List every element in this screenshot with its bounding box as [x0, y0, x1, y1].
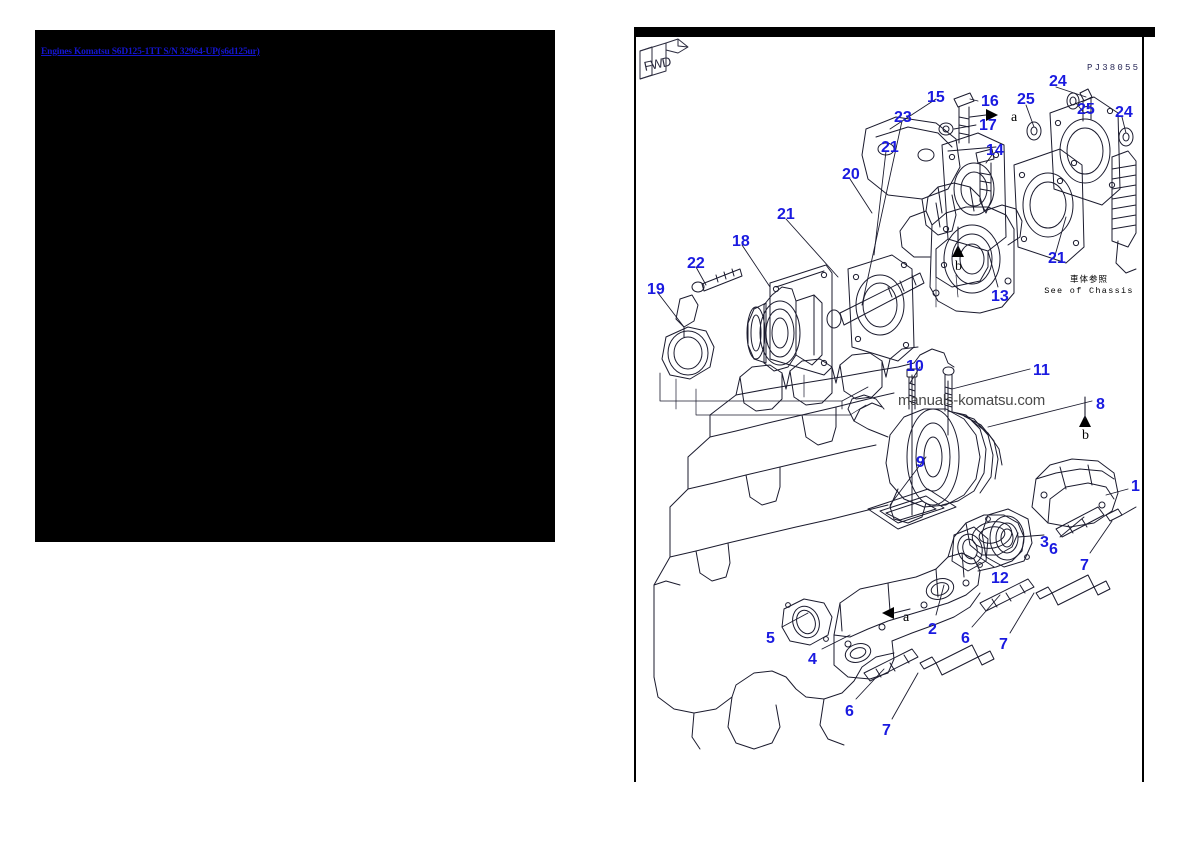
callout-number: 19 [647, 281, 665, 298]
fwd-direction-icon: FWD [639, 38, 689, 80]
callout-number: 12 [991, 570, 1009, 587]
technical-linework [653, 86, 1137, 750]
callout-number: 3 [1040, 534, 1049, 551]
callout-number: 24 [1049, 73, 1067, 90]
callout-number: 23 [894, 109, 912, 126]
callout-number: 21 [777, 206, 795, 223]
page-right-rule [1142, 27, 1144, 782]
callout-number: 11 [1033, 362, 1050, 379]
callout-number: 25 [1017, 91, 1035, 108]
chassis-reference-note: 車体参照 See of Chassis [1029, 275, 1142, 296]
section-marker: a [1011, 110, 1018, 125]
callout-number: 5 [766, 630, 775, 647]
callout-number: 6 [961, 630, 970, 647]
callout-number: 7 [1080, 557, 1089, 574]
callout-number: 8 [1096, 396, 1105, 413]
page-top-rule [634, 27, 1155, 37]
callout-number: 21 [1048, 250, 1066, 267]
callout-number: 20 [842, 166, 860, 183]
callout-number: 6 [845, 703, 854, 720]
parts-diagram-page: FWD PJ38055 車体参照 See of Chassis manuals-… [634, 27, 1155, 782]
callout-number: 21 [881, 139, 899, 156]
document-title-link[interactable]: Engines Komatsu S6D125-1TT S/N 32964-UP(… [41, 47, 260, 57]
callout-number: 1 [1131, 478, 1140, 495]
callout-number: 17 [979, 117, 997, 134]
section-marker: a [903, 610, 910, 625]
callout-number: 13 [991, 288, 1009, 305]
callout-number: 2 [928, 621, 937, 638]
document-preview-panel: Engines Komatsu S6D125-1TT S/N 32964-UP(… [35, 30, 555, 542]
callout-number: 10 [906, 358, 924, 375]
section-marker: b [1082, 428, 1089, 443]
callout-number: 25 [1077, 101, 1095, 118]
exploded-view-drawing: FWD PJ38055 車体参照 See of Chassis manuals-… [636, 37, 1142, 782]
callout-number: 16 [981, 93, 999, 110]
page-left-rule [634, 27, 636, 782]
callout-number: 14 [986, 142, 1004, 159]
plate-number: PJ38055 [1087, 63, 1141, 73]
chassis-note-japanese: 車体参照 [1069, 275, 1108, 285]
section-marker: b [955, 259, 962, 274]
callout-number: 24 [1115, 104, 1133, 121]
callout-number: 6 [1049, 541, 1058, 558]
callout-number: 22 [687, 255, 705, 272]
callout-number: 9 [916, 454, 925, 471]
callout-number: 4 [808, 651, 817, 668]
callout-number: 18 [732, 233, 750, 250]
fwd-label: FWD [643, 54, 673, 74]
callout-number: 7 [999, 636, 1008, 653]
callout-number: 15 [927, 89, 945, 106]
callout-number: 7 [882, 722, 891, 739]
site-watermark: manuals-komatsu.com [898, 392, 1046, 409]
chassis-note-english: See of Chassis [1044, 285, 1134, 296]
